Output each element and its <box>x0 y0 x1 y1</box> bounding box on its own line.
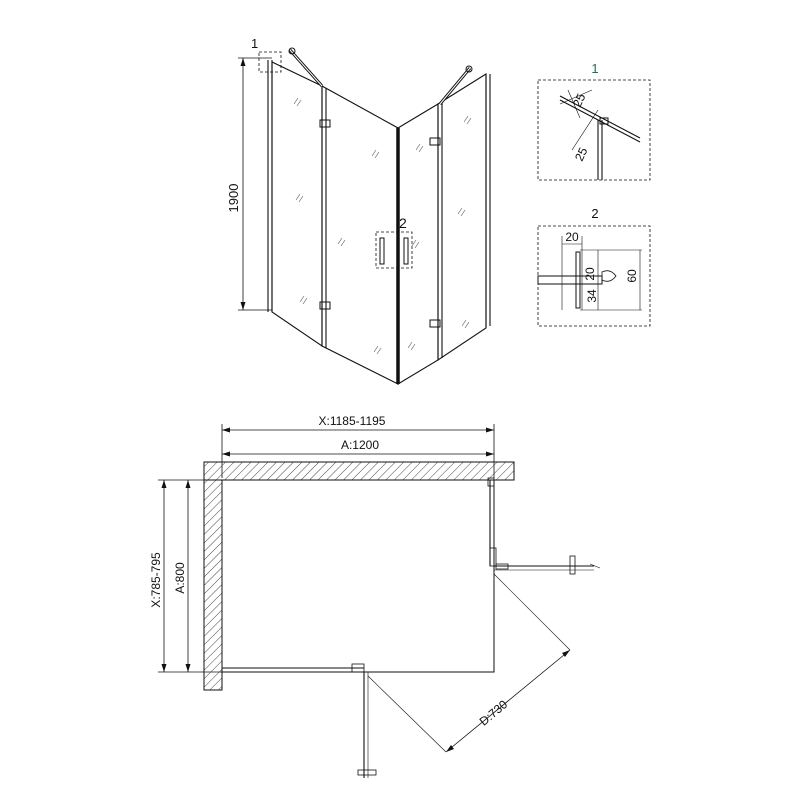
callout-box-1 <box>258 51 282 73</box>
callout-2-label: 2 <box>399 215 407 231</box>
height-dimension: 1900 <box>226 57 272 311</box>
height-label: 1900 <box>226 184 241 213</box>
plan-door-swing: D:730 <box>477 697 511 729</box>
detail-2-dim-width: 20 <box>565 230 579 244</box>
left-wall-profile <box>267 60 273 312</box>
elevation-view: 1900 <box>226 36 491 385</box>
top-wall <box>203 461 515 481</box>
plan-depth-dimensions: X:785-795 A:800 <box>149 479 222 673</box>
handle-icon <box>403 237 409 265</box>
callout-box-2 <box>375 231 413 269</box>
plan-range-x: X:1185-1195 <box>319 414 386 428</box>
hinge-icon <box>319 301 331 310</box>
detail-1-title: 1 <box>591 61 598 76</box>
detail-1: 1 25 25 <box>537 61 651 181</box>
detail-2-dim-height: 60 <box>625 269 639 283</box>
shower-area <box>221 479 495 673</box>
stabilizer-bar-left <box>288 47 324 87</box>
plan-depth-a: A:800 <box>173 562 187 594</box>
callout-1-label: 1 <box>251 36 258 51</box>
detail-2-dim-offset: 20 <box>583 267 597 281</box>
handle-icon <box>379 237 385 265</box>
detail-1-dim-a: 25 <box>570 91 588 109</box>
handle-icon <box>357 769 377 776</box>
hinge-icon <box>429 137 441 146</box>
plan-range-y: X:785-795 <box>149 552 163 608</box>
door-swing-dimension: D:730 <box>367 573 571 753</box>
detail-1-frame <box>537 79 651 181</box>
right-glass-panel <box>397 73 491 385</box>
plan-view: X:1185-1195 A:1200 X:785-795 A:800 <box>149 414 601 778</box>
detail-2-frame <box>537 225 651 327</box>
hinge-icon <box>319 119 331 128</box>
glass-reflection-icon <box>293 97 382 355</box>
glass-reflection-icon <box>407 115 472 351</box>
left-wall <box>203 479 223 691</box>
detail-2: 2 20 20 34 60 <box>537 206 651 327</box>
detail-2-title: 2 <box>591 206 598 221</box>
handle-icon <box>569 555 576 575</box>
detail-1-dim-b: 25 <box>572 145 590 163</box>
left-glass-panel <box>271 61 399 385</box>
stabilizer-bar-right <box>438 65 473 105</box>
plan-width-dimensions: X:1185-1195 A:1200 <box>221 414 495 478</box>
hinge-icon <box>429 319 441 328</box>
detail-2-dim-spacing: 34 <box>585 289 599 303</box>
plan-width-a: A:1200 <box>341 438 379 452</box>
